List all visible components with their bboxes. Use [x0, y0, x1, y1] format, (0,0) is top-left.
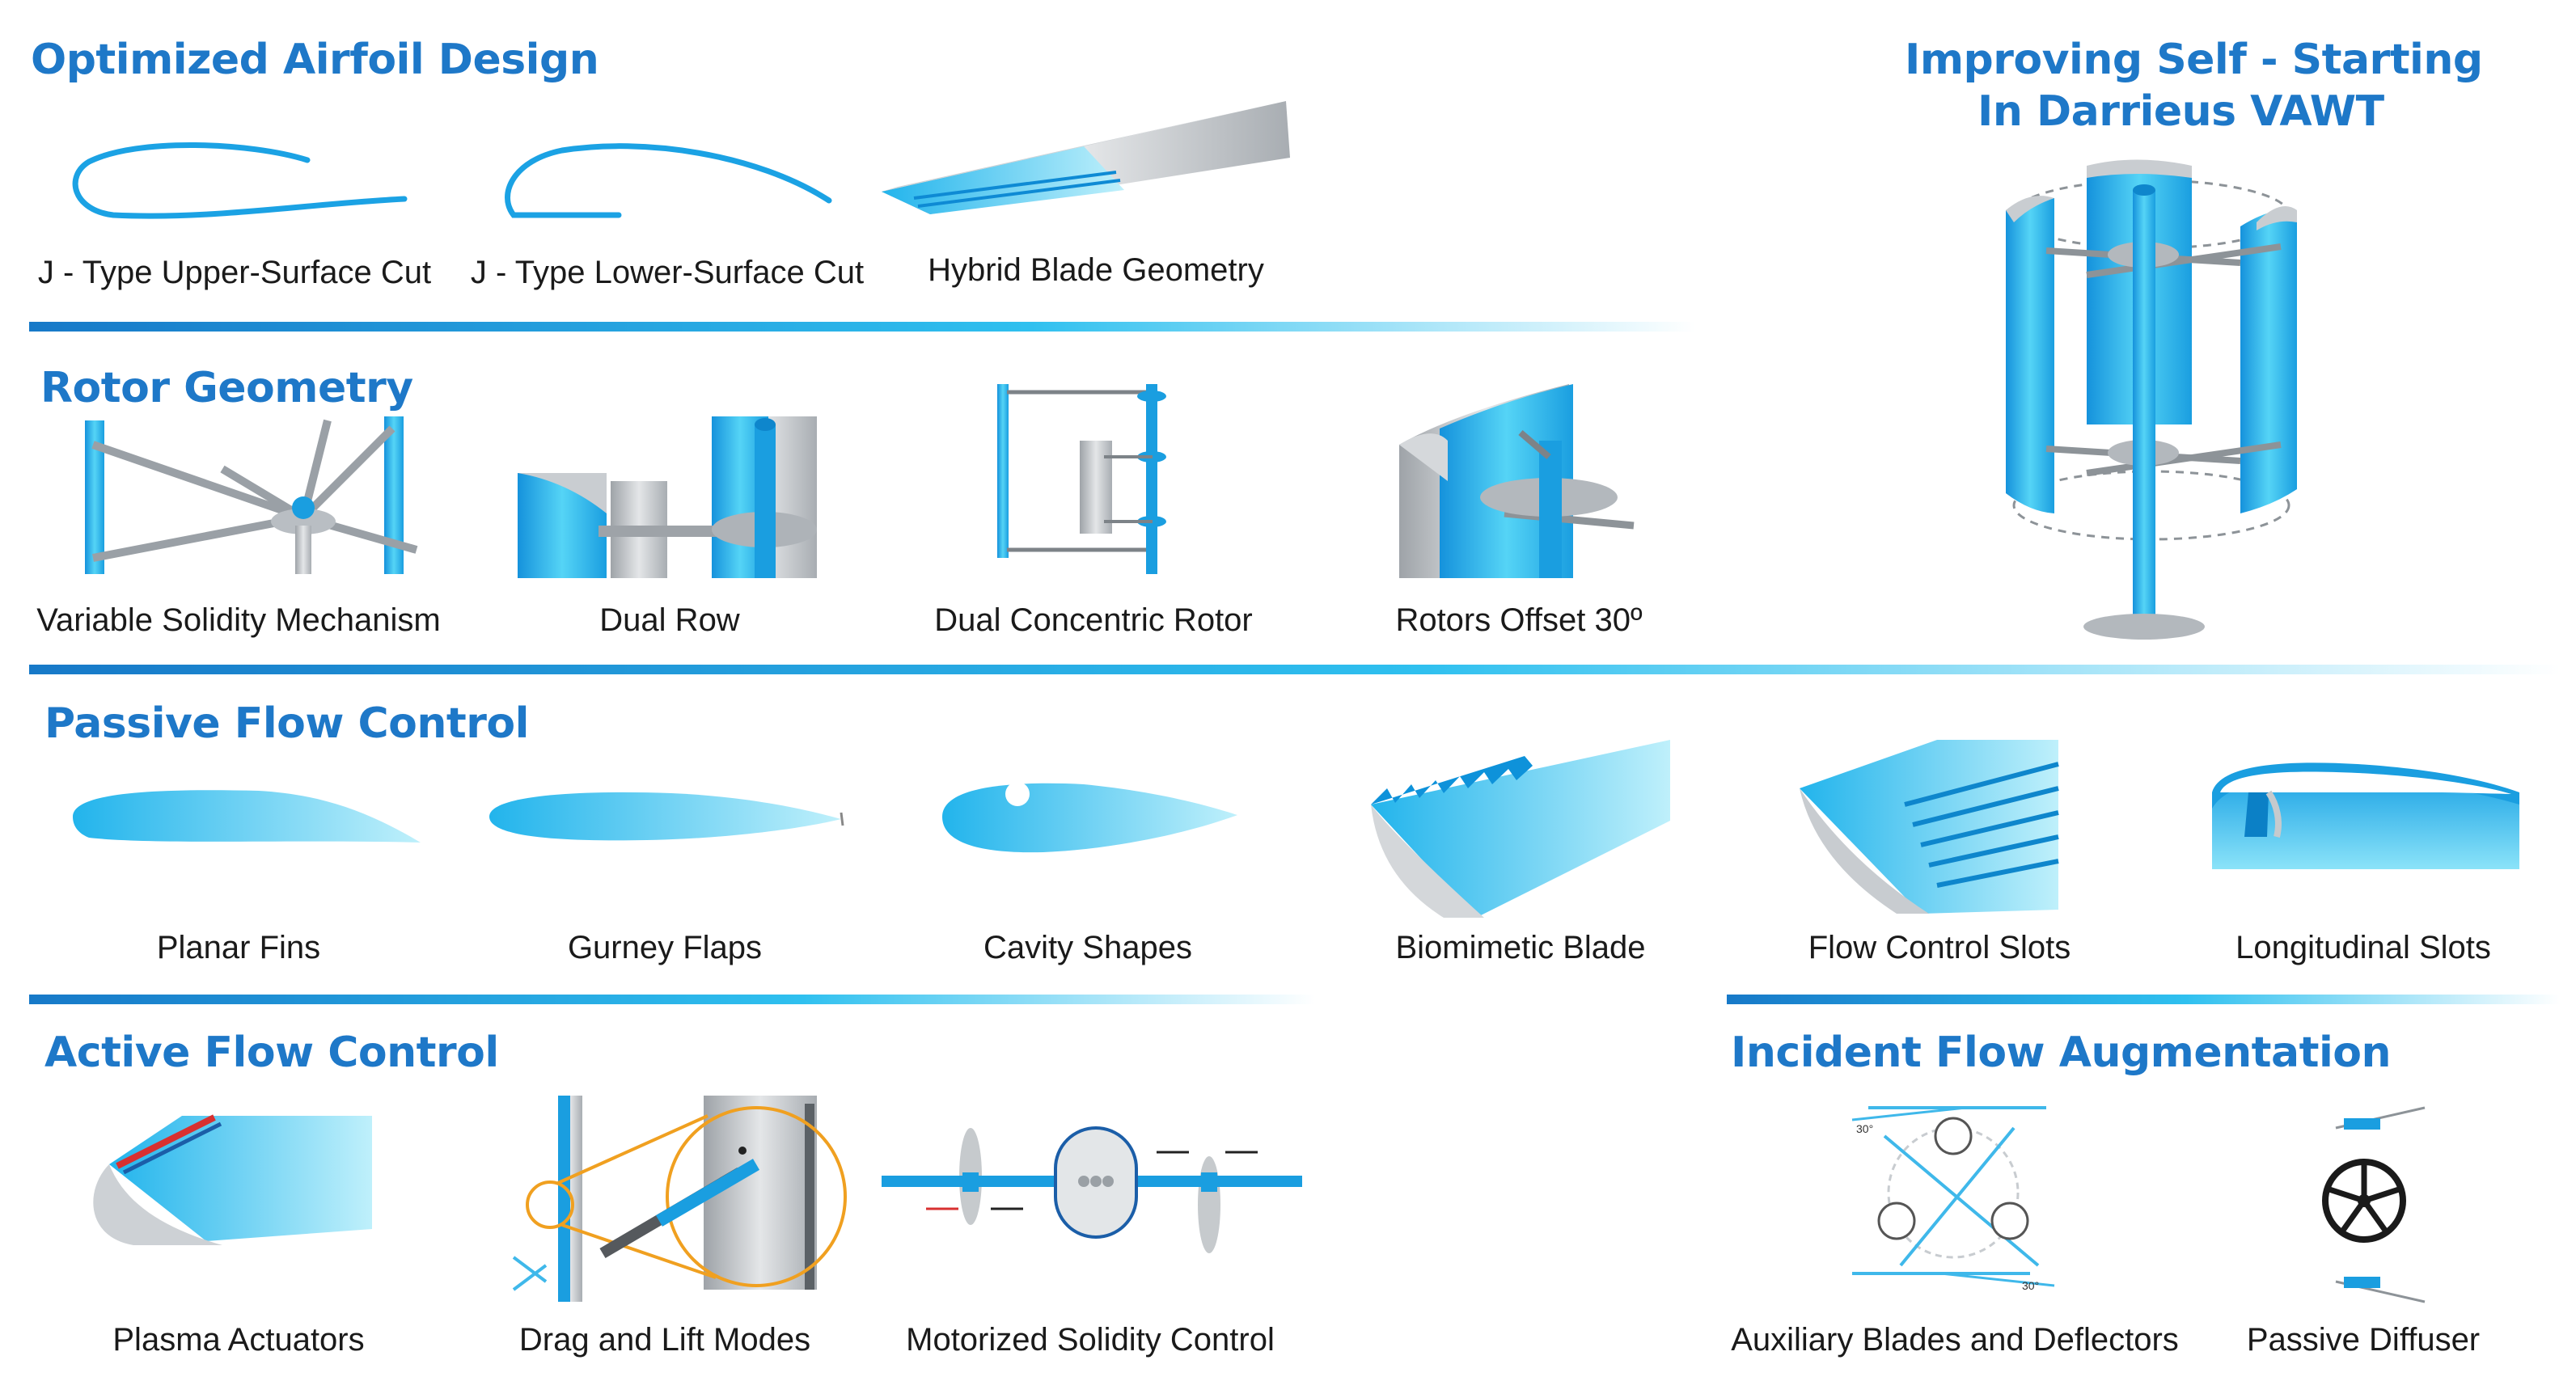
hybrid-blade-illustration — [882, 101, 1290, 214]
plasma-actuators-illustration — [93, 1114, 372, 1245]
caption-drag-lift-modes: Drag and Lift Modes — [518, 1322, 811, 1358]
cavity-shapes-airfoil-illustration — [942, 782, 1237, 853]
flow-control-slots-illustration — [1800, 740, 2059, 914]
section-title-selfstart-line1: Improving Self - Starting — [1905, 36, 2483, 84]
caption-biomimetic-blade: Biomimetic Blade — [1395, 930, 1646, 965]
section-title-active: Active Flow Control — [44, 1028, 499, 1077]
caption-dual-row: Dual Row — [599, 602, 740, 638]
section-title-selfstart-line2: In Darrieus VAWT — [1977, 87, 2384, 136]
caption-plasma-actuators: Plasma Actuators — [112, 1322, 365, 1358]
j-upper-cut-airfoil-illustration — [72, 141, 408, 219]
dual-row-illustration — [518, 416, 817, 578]
section-divider — [1727, 995, 2560, 1004]
caption-motorized-solidity: Motorized Solidity Control — [906, 1322, 1275, 1358]
angle-label-top: 30° — [1856, 1122, 1874, 1135]
dual-concentric-rotor-illustration — [997, 384, 1166, 574]
planar-fins-airfoil-illustration — [73, 790, 421, 843]
biomimetic-blade-illustration — [1371, 740, 1670, 918]
section-divider — [29, 322, 1695, 332]
gurney-flaps-airfoil-illustration — [489, 792, 844, 841]
section-title-passive: Passive Flow Control — [44, 699, 529, 748]
passive-diffuser-illustration — [2322, 1106, 2426, 1303]
section-title-rotor: Rotor Geometry — [40, 364, 413, 412]
caption-j-lower-cut: J - Type Lower-Surface Cut — [470, 255, 865, 290]
longitudinal-slots-illustration — [2212, 762, 2519, 869]
section-divider — [29, 995, 1315, 1004]
caption-j-upper-cut: J - Type Upper-Surface Cut — [37, 255, 432, 290]
drag-lift-modes-illustration — [512, 1096, 847, 1302]
caption-flow-control-slots: Flow Control Slots — [1808, 930, 2071, 965]
caption-rotors-offset: Rotors Offset 30º — [1395, 602, 1643, 638]
darrieus-vawt-illustration — [2006, 159, 2297, 640]
section-divider — [29, 665, 2561, 674]
auxiliary-blades-deflectors-illustration — [1851, 1106, 2055, 1287]
caption-gurney-flaps: Gurney Flaps — [567, 930, 763, 965]
caption-planar-fins: Planar Fins — [156, 930, 321, 965]
caption-cavity-shapes: Cavity Shapes — [983, 930, 1192, 965]
caption-hybrid-blade: Hybrid Blade Geometry — [928, 252, 1264, 288]
caption-dual-concentric-rotor: Dual Concentric Rotor — [934, 602, 1253, 638]
caption-variable-solidity: Variable Solidity Mechanism — [36, 602, 441, 638]
caption-longitudinal-slots: Longitudinal Slots — [2235, 930, 2491, 965]
variable-solidity-illustration — [85, 416, 418, 574]
rotors-offset-illustration — [1399, 384, 1635, 578]
caption-passive-diffuser: Passive Diffuser — [2246, 1322, 2481, 1358]
caption-auxiliary-blades: Auxiliary Blades and Deflectors — [1731, 1322, 2179, 1358]
angle-label-bottom: 30° — [2022, 1279, 2040, 1292]
section-title-incident: Incident Flow Augmentation — [1731, 1028, 2392, 1077]
section-title-airfoil: Optimized Airfoil Design — [31, 36, 599, 84]
motorized-solidity-illustration — [882, 1126, 1302, 1253]
j-lower-cut-airfoil-illustration — [505, 143, 832, 218]
